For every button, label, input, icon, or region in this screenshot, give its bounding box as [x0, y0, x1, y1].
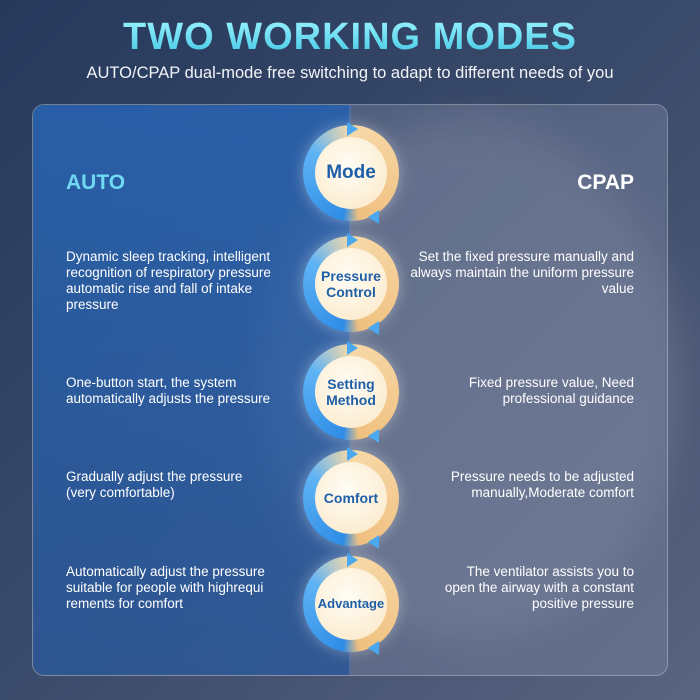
circle-label: Mode — [315, 137, 387, 209]
cpap-header: CPAP — [577, 171, 634, 194]
cycle-arrow-icon — [368, 429, 379, 443]
cycle-arrow-icon — [347, 233, 358, 247]
auto-header: AUTO — [66, 171, 126, 194]
auto-setting-method-text: One-button start, the system automatical… — [66, 375, 271, 406]
pressure-control-circle: Pressure Control — [303, 233, 399, 335]
auto-pressure-control-text: Dynamic sleep tracking, intelligent reco… — [66, 249, 271, 312]
cpap-advantage-text: The ventilator assists you to open the a… — [444, 564, 634, 611]
page-title: TWO WORKING MODES — [0, 16, 700, 59]
setting-method-circle: Setting Method — [303, 341, 399, 443]
cycle-arrow-icon — [368, 321, 379, 335]
cycle-arrow-icon — [368, 535, 379, 549]
circle-label: Advantage — [315, 568, 387, 640]
cpap-setting-method-text: Fixed pressure value, Need professional … — [468, 375, 634, 406]
comparison-panel: AUTO CPAP Mode Pressure Control Dynamic … — [32, 104, 668, 676]
cycle-arrow-icon — [347, 122, 358, 136]
cycle-arrow-icon — [368, 641, 379, 655]
page-subtitle: AUTO/CPAP dual-mode free switching to ad… — [86, 64, 614, 82]
auto-column — [33, 105, 351, 675]
comfort-circle: Comfort — [303, 447, 399, 549]
cycle-arrow-icon — [347, 341, 358, 355]
auto-advantage-text: Automatically adjust the pressure suitab… — [66, 564, 265, 611]
cpap-column — [349, 105, 667, 675]
circle-label: Pressure Control — [315, 248, 387, 320]
circle-label: Setting Method — [315, 356, 387, 428]
cpap-comfort-text: Pressure needs to be adjusted manually,M… — [450, 469, 634, 500]
cycle-arrow-icon — [347, 447, 358, 461]
advantage-circle: Advantage — [303, 553, 399, 655]
circle-label: Comfort — [315, 462, 387, 534]
mode-circle: Mode — [303, 122, 399, 224]
cycle-arrow-icon — [368, 210, 379, 224]
cpap-pressure-control-text: Set the fixed pressure manually and alwa… — [410, 249, 634, 296]
cycle-arrow-icon — [347, 553, 358, 567]
auto-comfort-text: Gradually adjust the pressure (very comf… — [66, 469, 243, 500]
